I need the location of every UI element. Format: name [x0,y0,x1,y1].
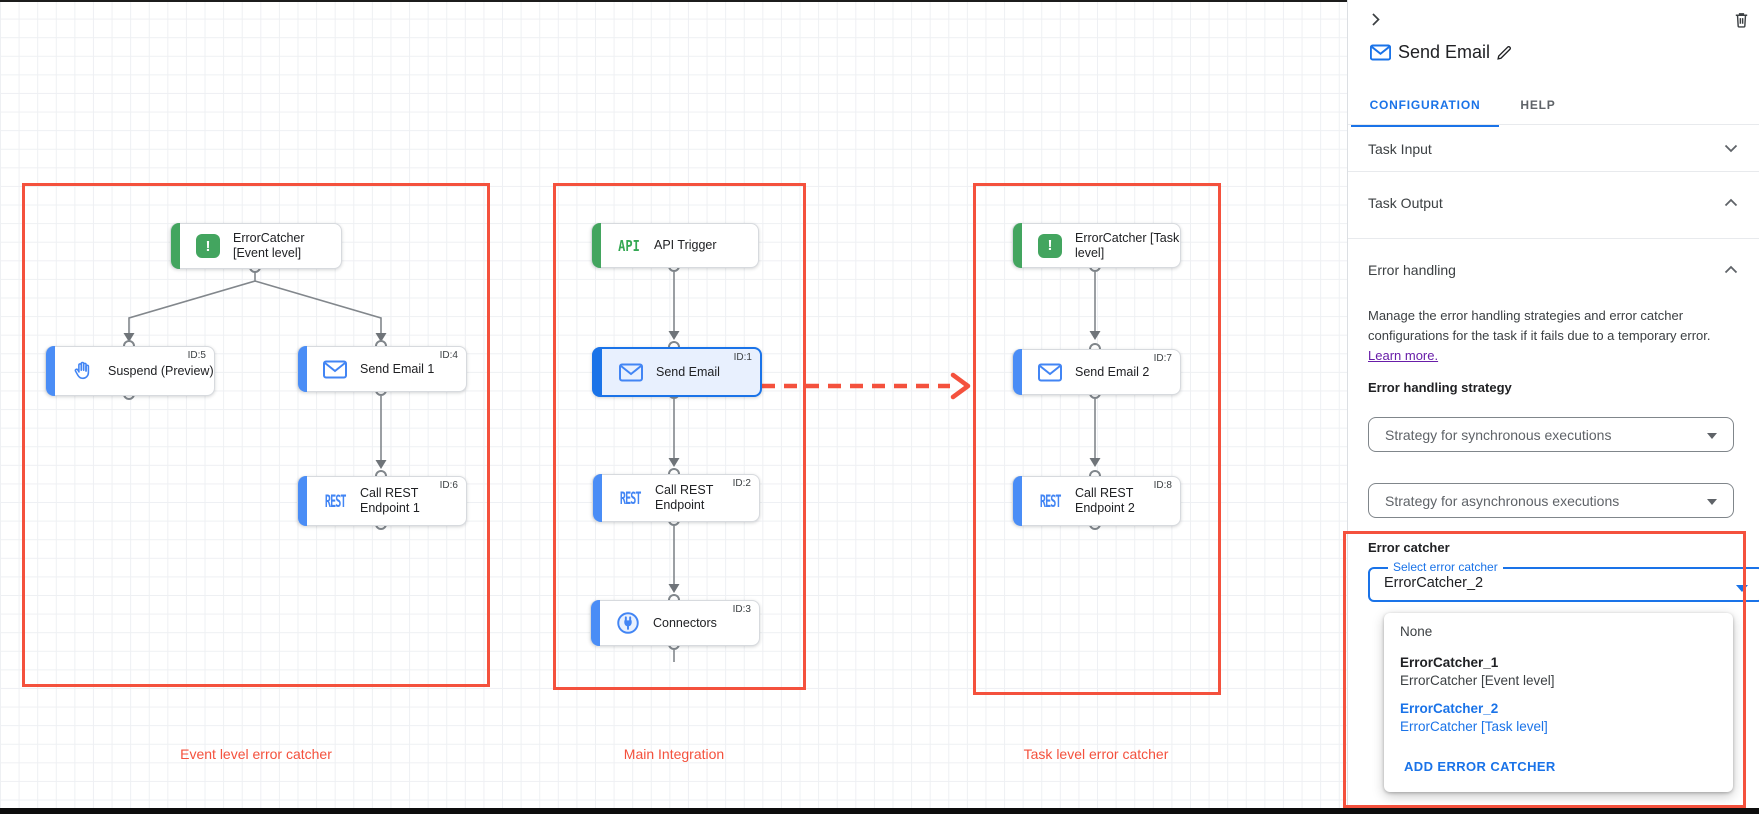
node-accent-bar [171,223,180,269]
node-label: Call REST Endpoint 2 [1075,486,1135,515]
error-badge-icon: ! [1035,233,1065,258]
sync-strategy-value: Strategy for synchronous executions [1385,426,1612,443]
error-badge-icon: ! [193,234,223,258]
error-catcher-dashed-arrow [762,372,971,400]
arrowheads [123,331,1101,593]
node-label: ErrorCatcher [Task level] [1075,230,1180,260]
node-id-badge: ID:1 [733,352,752,363]
tab-configuration[interactable]: CONFIGURATION [1351,86,1499,127]
node-ports[interactable] [123,260,1101,650]
description-text: Manage the error handling strategies and… [1368,308,1711,343]
node-id-badge: ID:3 [732,604,751,615]
add-error-catcher-button[interactable]: ADD ERROR CATCHER [1404,759,1556,774]
node-accent-bar [298,476,307,526]
task-node-errorcatcher-event[interactable]: ! ErrorCatcher [Event level] [170,223,342,269]
chevron-up-icon[interactable] [1724,198,1738,207]
error-handling-description: Manage the error handling strategies and… [1368,306,1736,366]
api-text-icon: API [618,236,640,255]
send-email-task-icon [1369,44,1392,61]
edit-name-icon[interactable] [1496,44,1513,61]
annotation-task-level: Task level error catcher [1023,746,1169,762]
menu-item-errorcatcher-1[interactable]: ErrorCatcher_1 [1400,655,1499,670]
error-catcher-select[interactable]: Select error catcher ErrorCatcher_2 [1368,560,1759,603]
connector-lines [128,272,1096,662]
async-strategy-dropdown[interactable]: Strategy for asynchronous executions [1368,483,1734,518]
task-node-api-trigger[interactable]: API API Trigger [591,223,759,268]
flow-edges [123,252,1101,662]
task-node-call-rest[interactable]: REST Call REST Endpoint ID:2 [592,474,760,522]
caret-down-icon [1736,585,1748,593]
node-id-badge: ID:2 [732,478,751,489]
node-accent-bar [1013,476,1022,526]
node-accent-bar [591,600,600,646]
envelope-icon [1035,363,1065,382]
rest-text-icon: REST [619,488,642,508]
hand-icon [68,360,98,382]
node-label: API Trigger [654,238,717,252]
rest-text-icon: REST [1039,491,1062,511]
node-id-badge: ID:8 [1153,480,1172,491]
task-node-call-rest-2[interactable]: REST Call REST Endpoint 2 ID:8 [1012,476,1181,526]
collapse-panel-icon[interactable] [1367,11,1384,28]
envelope-icon [616,363,646,382]
node-id-badge: ID:6 [439,480,458,491]
node-label: Call REST Endpoint [655,483,714,512]
node-accent-bar [46,346,55,396]
node-label: ErrorCatcher [Event level] [233,231,305,260]
task-config-panel: Send Email CONFIGURATION HELP Task Input… [1347,0,1759,814]
integration-canvas[interactable]: ! ErrorCatcher [Event level] Suspend (Pr… [0,0,1347,814]
annotation-main-integration: Main Integration [623,746,725,762]
node-label: Send Email [656,364,720,379]
node-accent-bar [1013,349,1022,395]
learn-more-link[interactable]: Learn more. [1368,348,1439,363]
window-top-edge [0,0,1347,2]
rest-text-icon: REST [324,491,347,511]
task-node-connectors[interactable]: Connectors ID:3 [590,600,760,646]
async-strategy-value: Strategy for asynchronous executions [1385,492,1620,509]
task-node-errorcatcher-task[interactable]: ! ErrorCatcher [Task level] [1012,223,1181,268]
node-accent-bar [1013,223,1022,268]
menu-item-errorcatcher-2-desc[interactable]: ErrorCatcher [Task level] [1400,719,1548,734]
task-node-suspend[interactable]: Suspend (Preview) ID:5 [45,346,215,396]
envelope-icon [320,360,350,379]
node-label: Connectors [653,615,717,630]
plug-circle-icon [613,610,643,636]
node-accent-bar [298,346,307,392]
node-accent-bar [593,474,602,522]
task-node-send-email-2[interactable]: Send Email 2 ID:7 [1012,349,1181,395]
caret-down-icon [1707,432,1717,439]
menu-item-errorcatcher-1-desc[interactable]: ErrorCatcher [Event level] [1400,673,1555,688]
sync-strategy-dropdown[interactable]: Strategy for synchronous executions [1368,417,1734,452]
section-task-input[interactable]: Task Input [1368,141,1432,157]
error-catcher-label: Error catcher [1368,540,1450,555]
section-error-handling[interactable]: Error handling [1368,262,1456,278]
select-value: ErrorCatcher_2 [1384,575,1484,592]
strategy-label: Error handling strategy [1368,380,1512,395]
node-label: Call REST Endpoint 1 [360,486,420,515]
node-accent-bar [592,223,601,268]
node-id-badge: ID:4 [439,350,458,361]
task-node-send-email-selected[interactable]: Send Email ID:1 [592,347,762,397]
select-floating-label: Select error catcher [1393,560,1498,574]
menu-item-none[interactable]: None [1400,624,1433,639]
task-node-call-rest-1[interactable]: REST Call REST Endpoint 1 ID:6 [297,476,467,526]
node-label: Send Email 2 [1075,364,1150,379]
node-id-badge: ID:7 [1153,353,1172,364]
node-accent-bar [593,348,602,396]
delete-task-icon[interactable] [1732,10,1751,29]
section-task-output[interactable]: Task Output [1368,195,1443,211]
node-id-badge: ID:5 [187,350,206,361]
tab-help[interactable]: HELP [1520,98,1556,112]
annotation-event-level: Event level error catcher [180,746,332,762]
node-label: Suspend (Preview) [108,363,214,378]
node-label: Send Email 1 [360,361,435,376]
chevron-down-icon[interactable] [1724,144,1738,153]
panel-title: Send Email [1398,42,1491,62]
window-bottom-edge [0,808,1759,814]
menu-item-errorcatcher-2[interactable]: ErrorCatcher_2 [1400,701,1499,716]
task-node-send-email-1[interactable]: Send Email 1 ID:4 [297,346,467,392]
chevron-up-icon[interactable] [1724,265,1738,274]
error-catcher-menu: None ErrorCatcher_1 ErrorCatcher [Event … [1384,613,1733,792]
caret-down-icon [1707,498,1717,505]
